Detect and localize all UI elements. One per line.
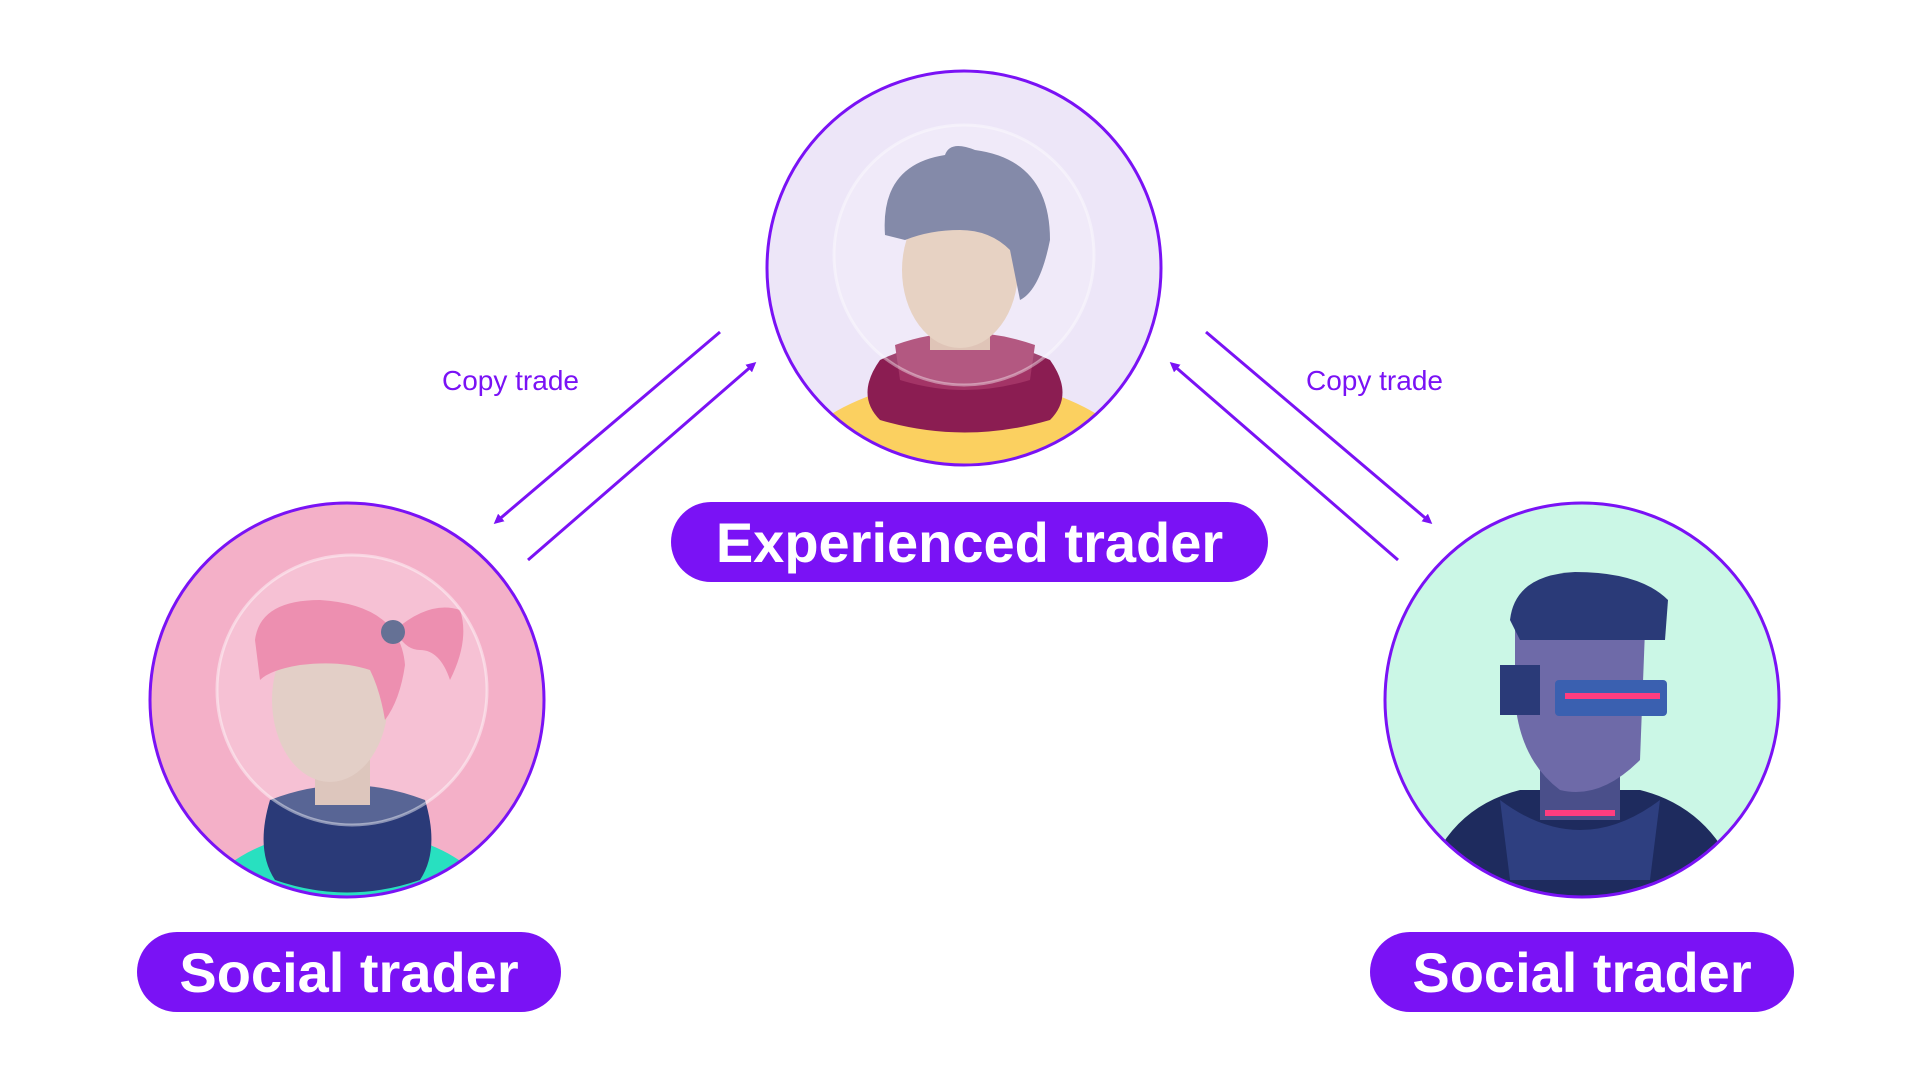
- arrow-left-to-experienced: [527, 362, 757, 562]
- copy-trade-label-left: Copy trade: [442, 365, 579, 396]
- experienced-trader-label: Experienced trader: [671, 502, 1268, 582]
- social-trader-left-label: Social trader: [137, 932, 561, 1012]
- social-trader-right-label: Social trader: [1370, 932, 1794, 1012]
- arrows-left-edge: [493, 330, 757, 562]
- arrow-experienced-to-left: [493, 330, 721, 524]
- social-trader-left-avatar: [148, 501, 546, 899]
- arrows-right-edge: [1169, 330, 1433, 562]
- arrow-experienced-to-right: [1205, 330, 1433, 524]
- experienced-trader-avatar: [765, 69, 1163, 467]
- social-trader-right-avatar: [1383, 501, 1781, 899]
- copy-trade-label-right: Copy trade: [1306, 365, 1443, 396]
- arrow-right-to-experienced: [1169, 362, 1399, 562]
